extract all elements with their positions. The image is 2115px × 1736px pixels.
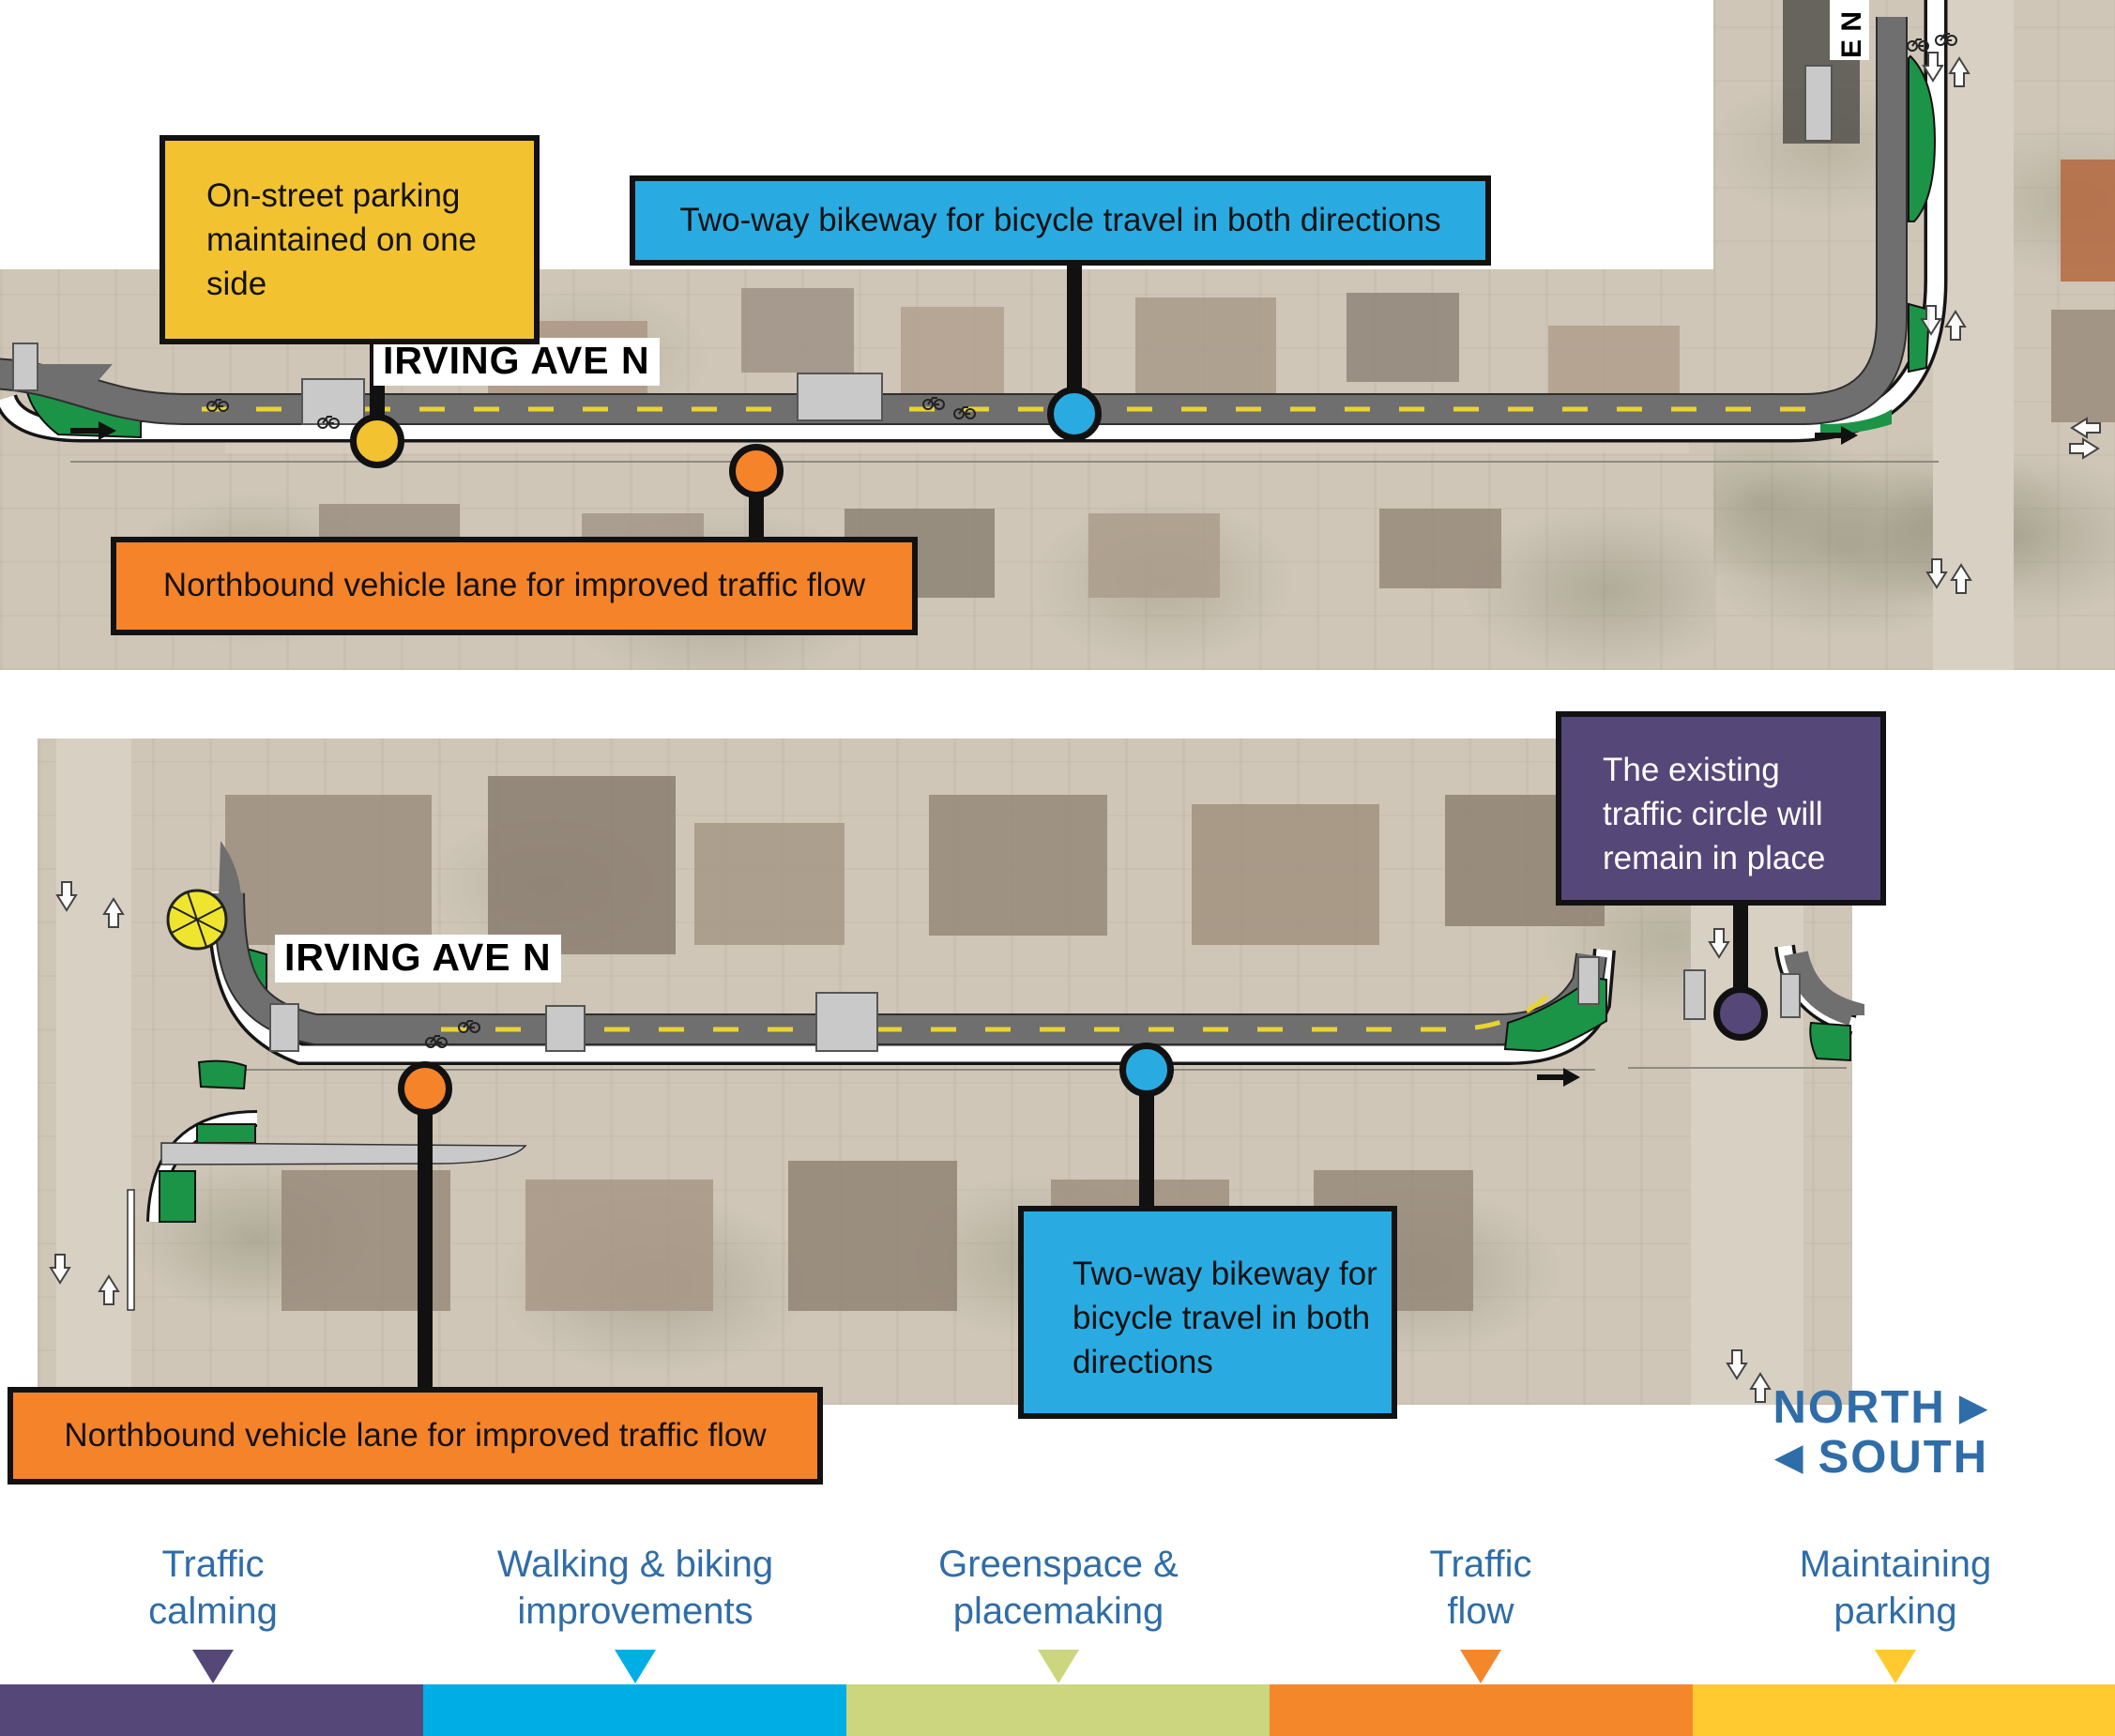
callout-vehicle-bottom-text: Northbound vehicle lane for improved tra…	[64, 1416, 767, 1454]
marker-bikeway-bottom	[1119, 1043, 1174, 1097]
legend-item-walking-biking: Walking & biking improvements	[448, 1541, 823, 1683]
svg-text:E N: E N	[1836, 11, 1867, 58]
photo-building	[225, 795, 432, 945]
callout-stem	[1067, 261, 1082, 400]
marker-traffic-circle	[1713, 986, 1768, 1041]
callout-bikeway-top: Two-way bikeway for bicycle travel in bo…	[630, 175, 1491, 266]
legend-item-traffic-flow: Traffic flow	[1293, 1541, 1668, 1683]
legend-label: Traffic flow	[1429, 1544, 1532, 1632]
legend-label: Walking & biking improvements	[496, 1544, 774, 1632]
colorbar-segment-greenspace	[846, 1684, 1270, 1736]
callout-bikeway-top-text: Two-way bikeway for bicycle travel in bo…	[679, 201, 1441, 238]
legend-item-traffic-calming: Traffic calming	[25, 1541, 401, 1683]
marker-vehicle-bottom	[398, 1061, 452, 1116]
marker-bikeway-top	[1047, 387, 1102, 441]
street-diagram-top: E N	[0, 0, 2101, 594]
photo-building	[1379, 509, 1501, 588]
callout-stem	[418, 1107, 433, 1392]
street-label-bottom: IRVING AVE N	[275, 935, 561, 982]
colorbar-segment-walking-biking	[423, 1684, 846, 1736]
colorbar-segment-traffic-calming	[0, 1684, 423, 1736]
compass-south-label: SOUTH	[1818, 1431, 1989, 1483]
photo-building	[488, 776, 676, 954]
flow-arrow	[70, 421, 1858, 445]
photo-building	[2061, 160, 2115, 282]
traffic-circle-icon	[166, 889, 228, 951]
street-label-top: IRVING AVE N	[373, 338, 660, 386]
legend-marker-icon	[1875, 1650, 1916, 1683]
photo-building	[1347, 293, 1459, 382]
rotated-street-label: E N	[1830, 0, 1869, 60]
aerial-photo-bottom-strip	[38, 739, 1852, 1405]
colorbar-segment-maintaining-parking	[1693, 1684, 2115, 1736]
photo-building	[2051, 310, 2115, 422]
photo-cross-street	[56, 739, 131, 1405]
photo-building	[525, 1180, 713, 1311]
marker-vehicle-top	[729, 444, 784, 498]
callout-traffic-circle: The existing traffic circle will remain …	[1556, 711, 1886, 906]
legend-label: Greenspace & placemaking	[938, 1544, 1179, 1632]
callout-vehicle-top: Northbound vehicle lane for improved tra…	[111, 537, 918, 635]
marker-parking	[350, 414, 404, 468]
legend-marker-icon	[1460, 1650, 1501, 1683]
callout-bikeway-bottom: Two-way bikeway for bicycle travel in bo…	[1018, 1206, 1397, 1419]
legend-item-maintaining-parking: Maintaining parking	[1708, 1541, 2083, 1683]
legend-label: Traffic calming	[148, 1544, 278, 1632]
north-arrow-icon: ▶	[1958, 1386, 1990, 1428]
photo-building	[1088, 513, 1220, 598]
legend-marker-icon	[1038, 1650, 1079, 1683]
callout-stem	[1733, 899, 1748, 998]
legend-item-greenspace: Greenspace & placemaking	[871, 1541, 1246, 1683]
legend-marker-icon	[615, 1650, 656, 1683]
photo-building	[788, 1161, 957, 1311]
photo-building	[1192, 804, 1379, 945]
callout-bikeway-bottom-text: Two-way bikeway for bicycle travel in bo…	[1073, 1256, 1377, 1380]
photo-building	[694, 823, 844, 945]
callout-traffic-circle-text: The existing traffic circle will remain …	[1603, 752, 1826, 876]
callout-parking-text: On-street parking maintained on one side	[206, 177, 477, 302]
photo-building	[929, 795, 1107, 936]
street-diagram-bottom	[50, 841, 1864, 1403]
flow-arrow	[1537, 1068, 1580, 1087]
photo-building	[1135, 297, 1276, 401]
south-arrow-icon: ◀	[1773, 1436, 1805, 1478]
callout-vehicle-top-text: Northbound vehicle lane for improved tra…	[162, 567, 866, 604]
colorbar-segment-traffic-flow	[1270, 1684, 1693, 1736]
photo-building	[741, 288, 854, 373]
callout-stem	[1139, 1084, 1154, 1215]
photo-building	[901, 307, 1004, 401]
callout-vehicle-bottom: Northbound vehicle lane for improved tra…	[8, 1387, 823, 1485]
legend-marker-icon	[192, 1650, 234, 1683]
compass: NORTH ▶ ◀ SOUTH	[1727, 1383, 2036, 1483]
legend-label: Maintaining parking	[1799, 1544, 1992, 1632]
callout-parking: On-street parking maintained on one side	[160, 135, 540, 344]
compass-north-label: NORTH	[1773, 1382, 1946, 1433]
